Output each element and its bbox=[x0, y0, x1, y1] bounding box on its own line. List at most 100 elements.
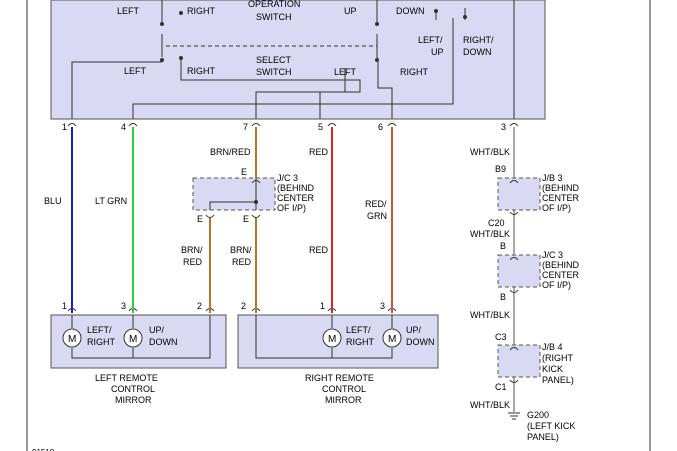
left-motor-ud-label-1: UP/ bbox=[149, 325, 165, 335]
right-motor-lr-label-1: LEFT/ bbox=[346, 325, 371, 335]
jb3-label-1: J/B 3 bbox=[542, 173, 563, 183]
left-remote-control-mirror: 1 3 2 M M LEFT/ RIGHT UP/ DOWN LEFT REMO… bbox=[50, 301, 227, 405]
wire-label-red-grn-2: GRN bbox=[367, 211, 387, 221]
wire-label-wht-blk-4: WHT/BLK bbox=[470, 400, 510, 410]
left-motor-ud-icon: M bbox=[123, 328, 143, 348]
jc3-right-splice: B B J/C 3 (BEHIND CENTER OF I/P) bbox=[497, 241, 580, 302]
select-label-left: LEFT bbox=[124, 66, 147, 76]
switch-pin-7: 7 bbox=[243, 122, 248, 132]
select-label-right-2: RIGHT bbox=[400, 67, 429, 77]
wire-label-lt-grn: LT GRN bbox=[95, 196, 127, 206]
switch-label-right-top: RIGHT bbox=[187, 6, 216, 16]
right-motor-lr-label-2: RIGHT bbox=[346, 337, 375, 347]
jc3-right-pin-top: B bbox=[500, 241, 506, 251]
right-mirror-pin-2: 2 bbox=[241, 301, 246, 311]
left-mirror-pin-2: 2 bbox=[197, 301, 202, 311]
select-label-right: RIGHT bbox=[187, 66, 216, 76]
ground-symbol-icon bbox=[508, 412, 520, 420]
switch-pin-1: 1 bbox=[62, 122, 67, 132]
wire-label-red-lower: RED bbox=[309, 245, 329, 255]
wires bbox=[71, 127, 515, 412]
svg-text:M: M bbox=[68, 334, 76, 345]
jb4-pin-bottom: C1 bbox=[495, 382, 507, 392]
ground-label-2: (LEFT KICK bbox=[527, 421, 575, 431]
jc3-left-label-1: J/C 3 bbox=[277, 173, 298, 183]
wire-label-brn-red-left-2: RED bbox=[183, 257, 203, 267]
switch-pin-6: 6 bbox=[378, 122, 383, 132]
switch-label-up-top: UP bbox=[344, 6, 357, 16]
ground-label-3: PANEL) bbox=[527, 432, 559, 442]
wire-label-brn-red-right-1: BRN/ bbox=[230, 245, 252, 255]
jb3-label-3: CENTER bbox=[542, 193, 580, 203]
left-mirror-caption-1: LEFT REMOTE bbox=[95, 373, 158, 383]
svg-text:M: M bbox=[388, 334, 396, 345]
connector-hooks bbox=[67, 123, 519, 312]
jb4-pin-top: C3 bbox=[495, 332, 507, 342]
jc3-left-pin-top: E bbox=[241, 167, 247, 177]
jc3-left-label-2: (BEHIND bbox=[277, 183, 315, 193]
wire-label-brn-red-top: BRN/RED bbox=[210, 147, 251, 157]
wire-label-red-top: RED bbox=[309, 147, 329, 157]
right-motor-ud-label-1: UP/ bbox=[406, 325, 422, 335]
label-left-up-2: UP bbox=[431, 47, 444, 57]
jb3-pin-bottom: C20 bbox=[488, 218, 505, 228]
jc3-left-label-3: CENTER bbox=[277, 193, 315, 203]
switch-pin-4: 4 bbox=[121, 122, 126, 132]
switch-label-down-top: DOWN bbox=[396, 6, 425, 16]
left-mirror-caption-2: CONTROL bbox=[111, 384, 155, 394]
jc3-left-splice: E E E J/C 3 (BEHIND CENTER OF I/P) bbox=[192, 167, 315, 224]
left-motor-lr-label-2: RIGHT bbox=[87, 337, 116, 347]
jb3-junction-block: B9 C20 J/B 3 (BEHIND CENTER OF I/P) bbox=[488, 164, 580, 228]
wire-label-blu: BLU bbox=[44, 196, 62, 206]
ground-g200: G200 (LEFT KICK PANEL) bbox=[508, 410, 575, 442]
jc3-right-pin-bottom: B bbox=[500, 292, 506, 302]
outside-mirror-switch: LEFT RIGHT OPERATION SWITCH UP DOWN LEFT… bbox=[50, 0, 546, 132]
right-mirror-pin-1: 1 bbox=[320, 301, 325, 311]
left-mirror-pin-1: 1 bbox=[62, 301, 67, 311]
jc3-left-box bbox=[192, 177, 276, 211]
jb3-pin-top: B9 bbox=[495, 164, 506, 174]
jc3-right-label-1: J/C 3 bbox=[542, 250, 563, 260]
operation-switch-line2: SWITCH bbox=[256, 12, 292, 22]
switch-label-left-top: LEFT bbox=[117, 6, 140, 16]
left-mirror-wiring bbox=[71, 315, 211, 359]
jb3-label-4: OF I/P) bbox=[542, 203, 571, 213]
right-mirror-wiring bbox=[255, 315, 393, 359]
right-motor-lr-icon: M bbox=[322, 328, 342, 348]
jb4-junction-block: C3 C1 J/B 4 (RIGHT KICK PANEL) bbox=[495, 332, 574, 392]
svg-text:M: M bbox=[328, 334, 336, 345]
switch-internal-wiring bbox=[71, 0, 515, 119]
right-mirror-pin-3: 3 bbox=[380, 301, 385, 311]
switch-pin-5: 5 bbox=[318, 122, 323, 132]
jc3-left-pin-right: E bbox=[243, 214, 249, 224]
wire-label-brn-red-left-1: BRN/ bbox=[181, 245, 203, 255]
left-motor-lr-icon: M bbox=[62, 328, 82, 348]
right-motor-ud-label-2: DOWN bbox=[406, 337, 435, 347]
label-left-up-1: LEFT/ bbox=[418, 35, 443, 45]
ground-label-1: G200 bbox=[527, 410, 549, 420]
jb4-label-4: PANEL) bbox=[542, 375, 574, 385]
wire-label-red-grn-1: RED/ bbox=[365, 199, 387, 209]
jb4-box bbox=[497, 344, 541, 378]
jc3-right-label-2: (BEHIND bbox=[542, 260, 580, 270]
jc3-right-label-4: OF I/P) bbox=[542, 280, 571, 290]
label-right-down-2: DOWN bbox=[463, 47, 492, 57]
right-remote-control-mirror: 2 1 3 M M LEFT/ RIGHT UP/ DOWN RIGHT REM… bbox=[237, 301, 439, 405]
wire-label-brn-red-right-2: RED bbox=[232, 257, 252, 267]
footer-code: 91518 bbox=[32, 448, 55, 451]
switch-box bbox=[50, 0, 546, 120]
jc3-left-label-4: OF I/P) bbox=[277, 203, 306, 213]
jb3-box bbox=[497, 177, 541, 211]
jb3-label-2: (BEHIND bbox=[542, 183, 580, 193]
select-switch-line1: SELECT bbox=[256, 55, 292, 65]
jb4-label-3: KICK bbox=[542, 364, 563, 374]
switch-contacts bbox=[160, 9, 467, 62]
right-mirror-caption-2: CONTROL bbox=[322, 384, 366, 394]
left-mirror-pin-3: 3 bbox=[121, 301, 126, 311]
jb4-label-1: J/B 4 bbox=[542, 342, 563, 352]
select-switch-line2: SWITCH bbox=[256, 67, 292, 77]
right-motor-ud-icon: M bbox=[382, 328, 402, 348]
right-mirror-caption-1: RIGHT REMOTE bbox=[305, 373, 374, 383]
jc3-right-label-3: CENTER bbox=[542, 270, 580, 280]
